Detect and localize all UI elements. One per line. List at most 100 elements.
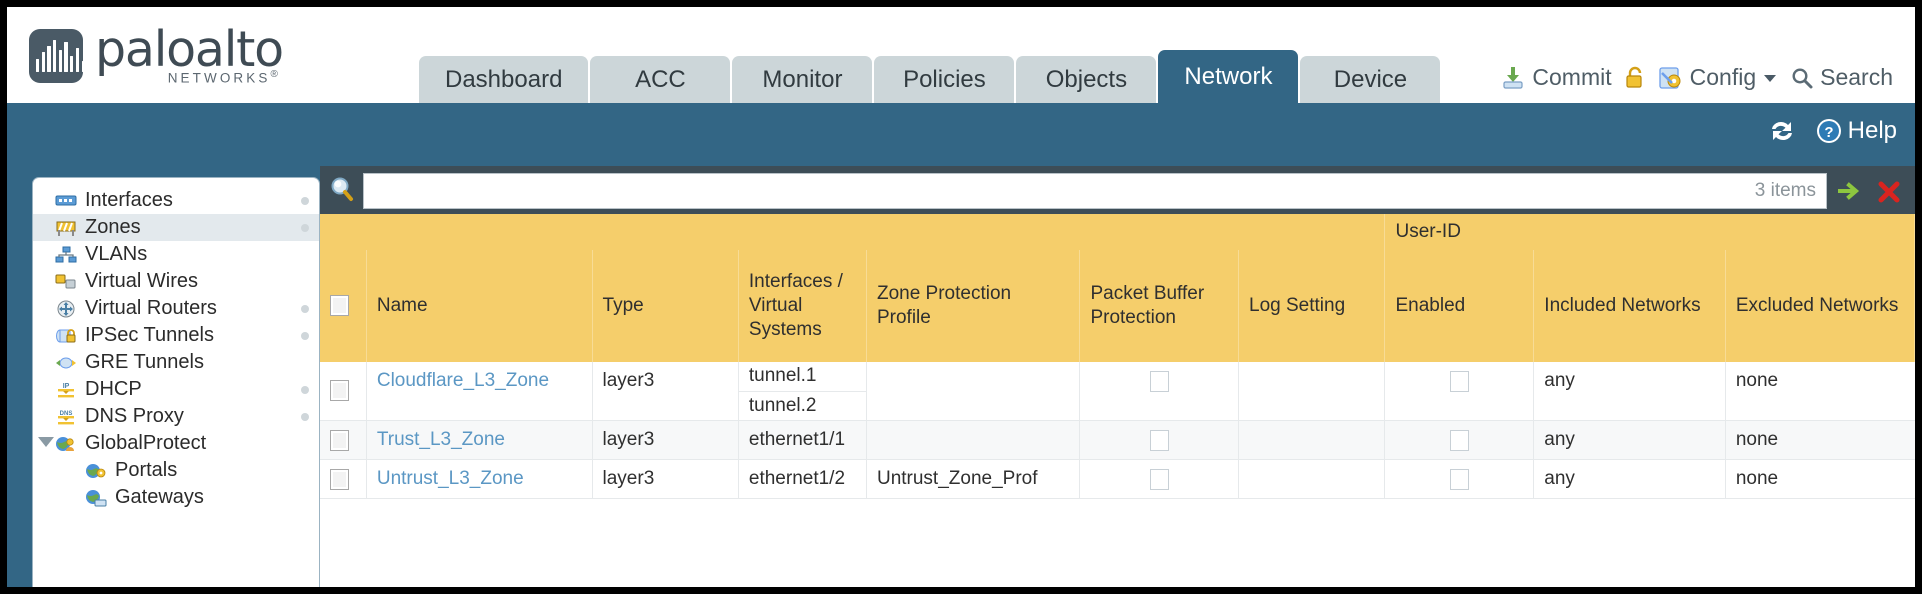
sidebar-item-globalprotect[interactable]: GlobalProtect <box>33 430 319 457</box>
commit-button[interactable]: Commit <box>1500 64 1612 91</box>
zone-name-link[interactable]: Cloudflare_L3_Zone <box>376 369 550 391</box>
tab-policies[interactable]: Policies <box>874 56 1015 103</box>
cell-interfaces: ethernet1/1 <box>738 420 867 460</box>
gre-tunnels-icon <box>55 354 77 372</box>
sidebar-item-vlans[interactable]: VLANs <box>33 241 319 268</box>
column-header-zone-protection-profile[interactable]: Zone Protection Profile <box>866 249 1081 362</box>
zone-name-link[interactable]: Untrust_L3_Zone <box>376 467 524 489</box>
cell-userid-enabled[interactable] <box>1384 459 1535 499</box>
sidebar-item-gateways[interactable]: Gateways <box>33 484 319 511</box>
packet-buffer-protection-checkbox[interactable] <box>1149 430 1169 452</box>
userid-enabled-checkbox[interactable] <box>1449 371 1469 393</box>
status-dot <box>301 197 309 205</box>
column-header-log-setting[interactable]: Log Setting <box>1238 249 1386 362</box>
tab-acc[interactable]: ACC <box>590 56 731 103</box>
search-icon <box>1790 66 1814 90</box>
userid-enabled-checkbox[interactable] <box>1449 430 1469 452</box>
help-button[interactable]: ? Help <box>1815 117 1897 145</box>
cell-userid-enabled[interactable] <box>1384 361 1535 421</box>
commit-label: Commit <box>1532 64 1612 90</box>
userid-enabled-checkbox[interactable] <box>1449 469 1469 491</box>
sidebar-item-gre-tunnels[interactable]: GRE Tunnels <box>33 349 319 376</box>
packet-buffer-protection-checkbox[interactable] <box>1149 371 1169 393</box>
cell-name[interactable]: Cloudflare_L3_Zone <box>366 361 593 421</box>
cell-packet-buffer-protection[interactable] <box>1079 420 1240 460</box>
column-header-enabled[interactable]: Enabled <box>1384 249 1535 362</box>
virtual-routers-icon <box>55 300 77 318</box>
clear-filter-button[interactable] <box>1873 175 1905 207</box>
column-header-excluded-networks[interactable]: Excluded Networks <box>1725 249 1915 362</box>
expand-triangle-icon[interactable] <box>38 437 54 447</box>
ipsec-tunnels-icon <box>55 327 77 345</box>
search-input[interactable] <box>374 180 1747 202</box>
row-select-cell[interactable] <box>320 420 367 460</box>
tab-network[interactable]: Network <box>1158 50 1299 103</box>
row-checkbox[interactable] <box>330 430 349 452</box>
zone-name-link[interactable]: Trust_L3_Zone <box>376 428 505 450</box>
chevron-down-icon <box>1762 72 1778 84</box>
lock-button[interactable] <box>1624 65 1646 91</box>
search-button[interactable]: Search <box>1790 64 1893 91</box>
cell-packet-buffer-protection[interactable] <box>1079 459 1240 499</box>
sidebar-item-interfaces[interactable]: Interfaces <box>33 187 319 214</box>
tab-monitor[interactable]: Monitor <box>732 56 873 103</box>
cell-name[interactable]: Untrust_L3_Zone <box>366 459 593 499</box>
row-select-cell[interactable] <box>320 459 367 499</box>
cell-type: layer3 <box>592 361 739 421</box>
cell-userid-enabled[interactable] <box>1384 420 1535 460</box>
sidebar-item-label: Virtual Wires <box>85 270 198 292</box>
commit-icon <box>1500 65 1526 91</box>
svg-text:DNS: DNS <box>60 411 73 417</box>
search-label: Search <box>1820 64 1893 90</box>
column-header-packet-buffer-protection[interactable]: Packet Buffer Protection <box>1079 249 1240 362</box>
sub-toolbar-actions: ? Help <box>1767 117 1897 145</box>
cell-log-setting <box>1238 420 1386 460</box>
tab-objects[interactable]: Objects <box>1016 56 1157 103</box>
column-header-name[interactable]: Name <box>366 249 593 362</box>
sidebar-item-zones[interactable]: Zones <box>33 214 319 241</box>
table-group-header-row: User-ID <box>320 214 1915 250</box>
help-label: Help <box>1847 117 1897 144</box>
sidebar-item-label: DHCP <box>85 378 142 400</box>
apply-filter-button[interactable] <box>1834 175 1866 207</box>
refresh-icon[interactable] <box>1767 118 1797 144</box>
interface-entry: tunnel.2 <box>738 390 866 420</box>
row-checkbox[interactable] <box>330 469 349 491</box>
sidebar-item-virtual-wires[interactable]: Virtual Wires <box>33 268 319 295</box>
sidebar-item-ipsec-tunnels[interactable]: IPSec Tunnels <box>33 322 319 349</box>
select-all-checkbox[interactable] <box>330 295 349 317</box>
sidebar-item-portals[interactable]: Portals <box>33 457 319 484</box>
cell-packet-buffer-protection[interactable] <box>1079 361 1240 421</box>
cell-name[interactable]: Trust_L3_Zone <box>366 420 593 460</box>
row-checkbox[interactable] <box>330 380 349 402</box>
column-header-included-networks[interactable]: Included Networks <box>1533 249 1726 362</box>
paloalto-logo-icon <box>29 29 83 83</box>
tab-device[interactable]: Device <box>1300 56 1441 103</box>
search-field-container[interactable]: 3 items <box>363 173 1827 209</box>
row-select-cell[interactable] <box>320 361 367 421</box>
tab-dashboard[interactable]: Dashboard <box>419 56 589 103</box>
filter-search-icon[interactable] <box>328 175 356 208</box>
content-panel: 3 items <box>320 166 1915 587</box>
cell-log-setting <box>1238 361 1386 421</box>
sidebar-item-label: Gateways <box>115 486 204 508</box>
sidebar-item-virtual-routers[interactable]: Virtual Routers <box>33 295 319 322</box>
globalprotect-icon <box>55 435 77 453</box>
group-header-spacer <box>320 214 1386 250</box>
column-header-interfaces-virtual-systems[interactable]: Interfaces / Virtual Systems <box>738 249 867 362</box>
column-header-type[interactable]: Type <box>592 249 739 362</box>
config-menu[interactable]: Config <box>1658 64 1778 91</box>
cell-excluded-networks: none <box>1725 459 1915 499</box>
cell-type: layer3 <box>592 420 739 460</box>
search-row: 3 items <box>320 166 1915 214</box>
packet-buffer-protection-checkbox[interactable] <box>1149 469 1169 491</box>
